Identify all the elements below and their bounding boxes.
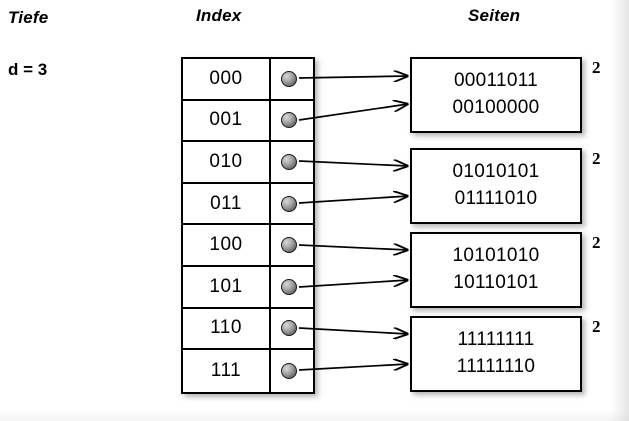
column-heading-index: Index xyxy=(196,6,242,25)
page-local-depth: 2 xyxy=(592,58,601,77)
column-heading-depth: Tiefe xyxy=(8,8,49,27)
index-pointer-cell[interactable] xyxy=(271,142,313,182)
pointer-dot-icon xyxy=(281,237,297,254)
page-local-depth: 2 xyxy=(592,233,601,252)
pointer-dot-icon xyxy=(281,320,297,337)
page-box[interactable]: 00011011 00100000 xyxy=(410,57,582,133)
index-key-label: 101 xyxy=(183,266,271,307)
index-row[interactable]: 111 xyxy=(183,350,313,392)
index-key-label: 011 xyxy=(183,183,271,224)
page-record: 01111010 xyxy=(454,188,538,209)
index-key-label: 010 xyxy=(183,142,271,182)
edge-vignette xyxy=(0,411,629,421)
pointer-arrow xyxy=(298,161,408,166)
index-row[interactable]: 101 xyxy=(183,266,313,309)
page-record: 00100000 xyxy=(452,97,540,118)
index-key-label: 110 xyxy=(183,308,271,349)
index-key-label: 100 xyxy=(183,225,271,265)
index-pointer-cell[interactable] xyxy=(271,225,313,265)
index-row[interactable]: 110 xyxy=(183,308,313,351)
page-record: 00011011 xyxy=(453,70,539,92)
pointer-dot-icon xyxy=(281,112,297,129)
index-key-label: 000 xyxy=(183,59,271,99)
column-heading-pages: Seiten xyxy=(468,6,521,25)
pointer-arrow xyxy=(298,280,408,288)
pointer-arrow xyxy=(298,364,408,371)
page-record: 11111110 xyxy=(456,356,536,377)
page-box[interactable]: 11111111 11111110 xyxy=(410,316,582,392)
index-table: 000 001 010 011 100 xyxy=(181,57,315,394)
page-box[interactable]: 01010101 01111010 xyxy=(410,148,582,224)
index-key-label: 001 xyxy=(183,100,271,141)
index-pointer-cell[interactable] xyxy=(271,59,313,99)
pointer-arrow xyxy=(298,104,408,121)
pointer-dot-icon xyxy=(281,195,297,212)
index-pointer-cell[interactable] xyxy=(271,309,313,349)
page-record: 10110101 xyxy=(453,272,539,293)
index-row[interactable]: 010 xyxy=(183,142,313,184)
index-pointer-cell[interactable] xyxy=(271,350,313,392)
page-local-depth: 2 xyxy=(592,317,601,336)
page-record: 11111111 xyxy=(457,329,535,351)
edge-vignette xyxy=(611,0,629,421)
index-key-label: 111 xyxy=(183,350,271,392)
pointer-arrow xyxy=(298,327,408,334)
pointer-dot-icon xyxy=(281,153,297,170)
page-record: 10101010 xyxy=(452,245,540,267)
page-box[interactable]: 10101010 10110101 xyxy=(410,232,582,308)
index-row[interactable]: 001 xyxy=(183,100,313,143)
index-pointer-cell[interactable] xyxy=(271,184,313,224)
pointer-dot-icon xyxy=(281,70,297,87)
page-record: 01010101 xyxy=(452,161,540,183)
global-depth-value: d = 3 xyxy=(8,60,48,79)
index-row[interactable]: 100 xyxy=(183,225,313,267)
index-row[interactable]: 011 xyxy=(183,183,313,226)
index-pointer-cell[interactable] xyxy=(271,101,313,141)
pointer-dot-icon xyxy=(281,362,297,379)
page-local-depth: 2 xyxy=(592,149,601,168)
pointer-arrow xyxy=(298,245,408,250)
pointer-arrow xyxy=(298,196,408,204)
pointer-arrow xyxy=(298,76,408,78)
pointer-dot-icon xyxy=(281,278,297,295)
index-row[interactable]: 000 xyxy=(183,59,313,101)
index-pointer-cell[interactable] xyxy=(271,267,313,307)
